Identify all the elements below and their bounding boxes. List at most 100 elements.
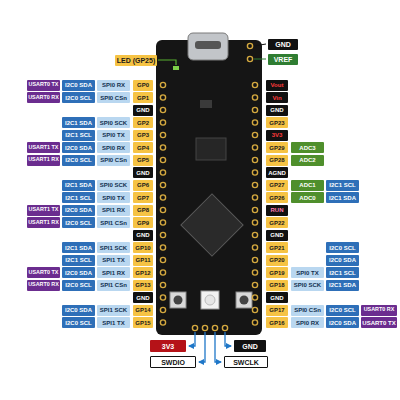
pin-text: I2C0 SCL — [65, 220, 91, 226]
pin-label: GP21 — [266, 242, 288, 253]
pin-label: GND — [133, 105, 153, 116]
pin-label: SPI0 SCK — [291, 280, 324, 291]
pin-label: SPI0 TX — [97, 130, 130, 141]
pin-label: I2C0 SCL — [62, 92, 95, 103]
pin-text: GP8 — [137, 207, 149, 213]
pin-text: I2C0 SDA — [65, 207, 92, 213]
pin-label: I2C1 SCL — [326, 180, 359, 191]
pin-label: I2C1 SCL — [62, 130, 95, 141]
pin-label: I2C0 SCL — [326, 305, 359, 316]
pin-label: USART1 TX — [27, 205, 60, 216]
button — [170, 292, 186, 308]
pin-text: I2C0 SCL — [65, 95, 91, 101]
pin-text: SPI1 CSn — [100, 282, 127, 288]
pin-label: 3V3 — [150, 340, 186, 352]
pin-hole — [202, 325, 207, 330]
button-cap — [240, 296, 249, 305]
pin-hole — [222, 325, 227, 330]
pin-text: GP6 — [137, 182, 149, 188]
pin-text: I2C1 SDA — [65, 245, 92, 251]
pin-label: GP13 — [133, 280, 153, 291]
pin-label: SWDIO — [150, 356, 196, 368]
pin-label: Vout — [266, 80, 288, 91]
pin-hole — [160, 107, 165, 112]
pin-text: I2C0 SDA — [329, 257, 356, 263]
pin-text: GP4 — [137, 145, 149, 151]
pin-text: GP14 — [135, 307, 150, 313]
pin-text: I2C0 SCL — [65, 157, 91, 163]
pin-label: I2C0 SCL — [62, 280, 95, 291]
pin-hole — [247, 56, 252, 61]
pin-hole — [160, 195, 165, 200]
pin-text: SPI0 SCK — [294, 282, 321, 288]
pin-label: USART1 TX — [27, 142, 60, 153]
pin-text: RUN — [271, 207, 284, 213]
pin-text: GP22 — [269, 220, 284, 226]
pin-text: SPI0 TX — [102, 132, 124, 138]
pin-hole — [252, 207, 257, 212]
pin-text: GP9 — [137, 220, 149, 226]
pin-label: I2C1 SCL — [62, 192, 95, 203]
pin-label: SPI0 RX — [291, 317, 324, 328]
pin-label: I2C0 SDA — [62, 80, 95, 91]
pin-text: GP10 — [135, 245, 150, 251]
pin-label: SPI0 CSn — [97, 92, 130, 103]
pin-label: USART1 RX — [27, 155, 60, 166]
pin-hole — [160, 245, 165, 250]
pin-hole — [160, 145, 165, 150]
pin-text: USART1 TX — [29, 207, 59, 212]
pin-text: GP29 — [269, 145, 284, 151]
pin-text: GP26 — [269, 195, 284, 201]
pin-label: SPI0 CSn — [291, 305, 324, 316]
pin-text: I2C0 SDA — [65, 82, 92, 88]
pin-label: SPI1 SCK — [97, 305, 130, 316]
pin-label: GP5 — [133, 155, 153, 166]
pin-text: I2C1 SDA — [65, 120, 92, 126]
pin-label: LED (GP25) — [115, 55, 157, 66]
pin-text: GND — [275, 41, 291, 48]
pin-hole — [160, 295, 165, 300]
pin-text: GP3 — [137, 132, 149, 138]
pin-label: GP12 — [133, 267, 153, 278]
pin-text: AGND — [268, 170, 286, 176]
pin-hole — [160, 282, 165, 287]
pin-label: GP6 — [133, 180, 153, 191]
pin-label: I2C1 SCL — [62, 255, 95, 266]
pin-label: GND — [266, 105, 288, 116]
pin-text: SPI1 SCK — [100, 307, 127, 313]
pin-label: I2C0 SCL — [62, 217, 95, 228]
pin-text: SPI0 RX — [102, 82, 125, 88]
pin-text: SPI0 TX — [296, 270, 318, 276]
pin-text: GP28 — [269, 157, 284, 163]
pin-label: Vin — [266, 92, 288, 103]
pin-label: SPI1 CSn — [97, 280, 130, 291]
pin-label: GND — [266, 230, 288, 241]
pin-text: I2C0 SCL — [329, 307, 355, 313]
pin-label: GND — [133, 167, 153, 178]
pin-label: SPI1 CSn — [97, 217, 130, 228]
pin-text: USART0 TX — [362, 320, 395, 326]
pin-hole — [252, 307, 257, 312]
pin-label: USART0 RX — [27, 280, 60, 291]
pin-text: GP16 — [269, 320, 284, 326]
pin-label: I2C0 SCL — [326, 242, 359, 253]
usb-c-connector — [188, 33, 228, 60]
pin-text: SPI0 TX — [102, 195, 124, 201]
pin-text: GP19 — [269, 270, 284, 276]
pin-hole — [252, 132, 257, 137]
pin-label: I2C0 SCL — [62, 317, 95, 328]
pin-text: I2C0 SDA — [65, 270, 92, 276]
pin-text: GP11 — [135, 257, 150, 263]
pin-hole — [252, 145, 257, 150]
pin-hole — [252, 257, 257, 262]
pin-label: GND — [133, 292, 153, 303]
pin-text: SPI0 CSn — [100, 95, 127, 101]
pin-text: USART1 RX — [28, 157, 59, 162]
pin-text: I2C1 SCL — [329, 182, 355, 188]
pin-text: ADC1 — [299, 182, 315, 188]
rgb-led — [201, 291, 219, 309]
pin-text: GP12 — [135, 270, 150, 276]
pin-label: SPI0 RX — [97, 142, 130, 153]
pin-text: GP13 — [135, 282, 150, 288]
pin-label: GP11 — [133, 255, 153, 266]
